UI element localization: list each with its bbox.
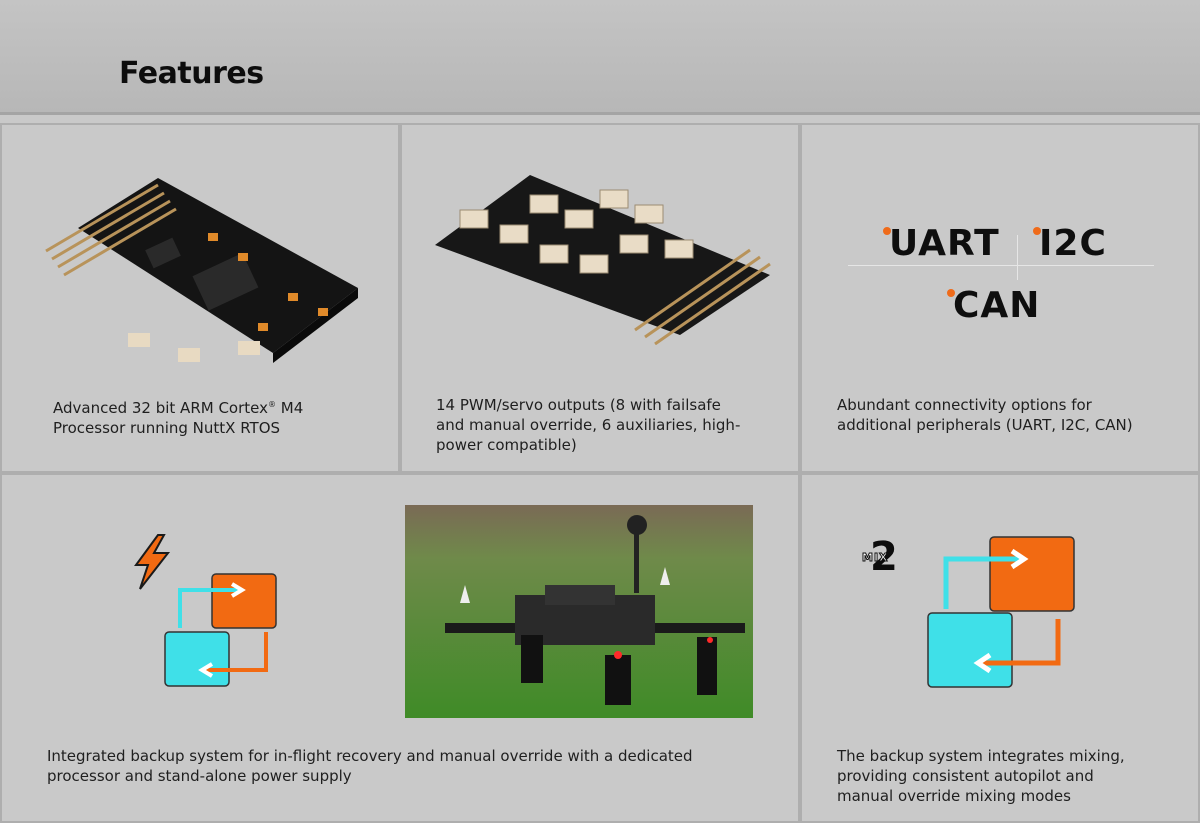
caption-text: additional peripherals (UART, I2C, CAN) [837,416,1133,434]
caption-text: The backup system integrates mixing, [837,747,1125,765]
lightning-icon [134,534,171,590]
page-title: Features [119,56,264,91]
orange-dot [1033,227,1041,235]
pwm-caption: 14 PWM/servo outputs (8 with failsafe an… [436,395,740,455]
caption-text: and manual override, 6 auxiliaries, high… [436,416,741,434]
caption-text: power compatible) [436,436,577,454]
feature-card-backup: Integrated backup system for in-flight r… [0,473,800,823]
protocol-i2c: I2C [1033,223,1107,264]
orange-dot [883,227,891,235]
features-header: Features [0,0,1200,115]
feature-card-mixing: 2 MIX The backup system integrates mixin… [800,473,1200,823]
backup-switch-icon [164,573,277,687]
caption-text: Integrated backup system for in-flight r… [47,747,693,765]
mix-badge-text: MIX [862,551,889,565]
connectivity-divider [1017,235,1018,280]
connectivity-lines [848,265,1154,266]
mixing-caption: The backup system integrates mixing, pro… [837,746,1125,806]
protocol-uart: UART [883,223,1000,264]
caption-text: M4 [276,399,304,417]
backup-caption: Integrated backup system for in-flight r… [47,746,693,786]
mix-badge-number: 2 [870,534,898,580]
backup-mix-icon [927,536,1075,688]
drone-photo [405,505,753,718]
caption-text: Abundant connectivity options for [837,396,1092,414]
connectivity-caption: Abundant connectivity options for additi… [837,395,1133,435]
feature-card-processor: Advanced 32 bit ARM Cortex® M4 Processor… [0,123,400,473]
processor-caption: Advanced 32 bit ARM Cortex® M4 Processor… [53,395,303,438]
mix-icon: 2 MIX [860,534,920,581]
autopilot-board-bottom-image [435,175,771,345]
caption-text: processor and stand-alone power supply [47,767,352,785]
autopilot-board-top-image [45,178,358,363]
caption-text: providing consistent autopilot and [837,767,1094,785]
registered-mark: ® [268,400,276,409]
caption-text: Advanced 32 bit ARM Cortex [53,399,268,417]
protocol-can: CAN [947,285,1040,326]
caption-text: manual override mixing modes [837,787,1071,805]
feature-card-pwm: 14 PWM/servo outputs (8 with failsafe an… [400,123,800,473]
orange-dot [947,289,955,297]
caption-text: 14 PWM/servo outputs (8 with failsafe [436,396,721,414]
feature-card-connectivity: UART I2C CAN Abundant connectivity optio… [800,123,1200,473]
caption-text: Processor running NuttX RTOS [53,419,281,437]
